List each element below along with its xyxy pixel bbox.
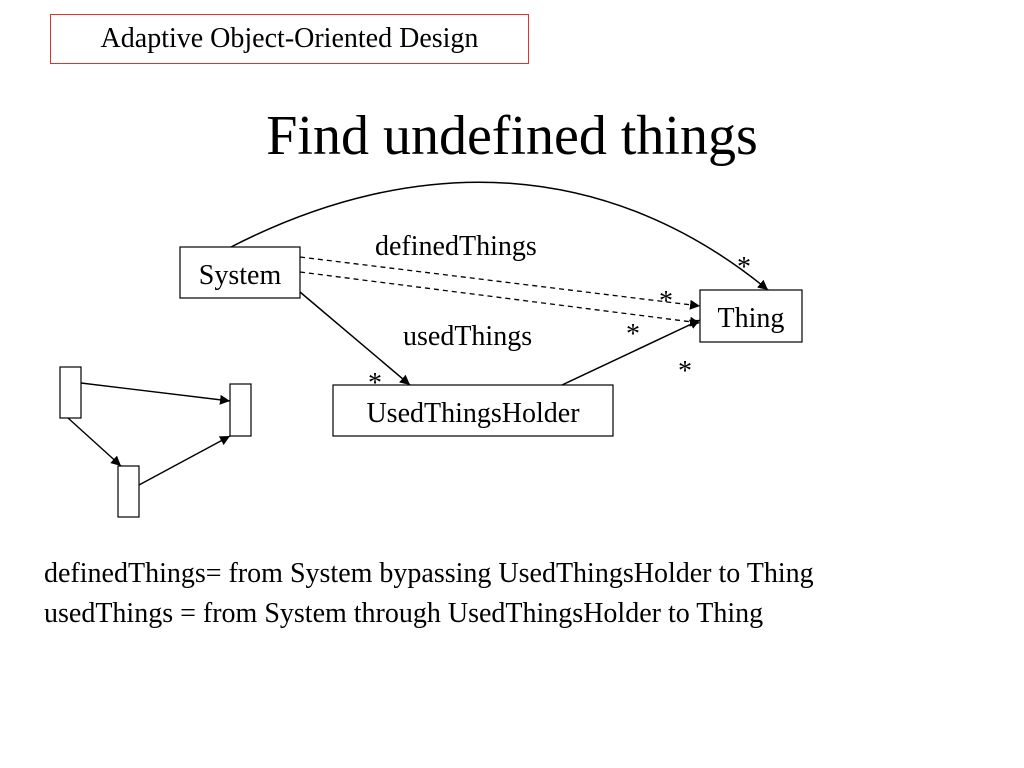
- edge-defined-things-dashed-2: [299, 271, 701, 327]
- edge-system-to-thing-curve: [230, 181, 769, 291]
- used-things-holder-label: UsedThingsHolder: [366, 398, 580, 429]
- schematic-edge-top-to-right: [80, 382, 231, 405]
- multiplicity-marker: *: [737, 252, 751, 283]
- thing-label: Thing: [718, 303, 785, 334]
- edge-system-to-holder: [299, 291, 411, 386]
- caption-defined-things: definedThings= from System bypassing Use…: [44, 558, 814, 589]
- multiplicity-marker: *: [659, 286, 673, 317]
- schematic-edge-bottom-to-right: [138, 435, 231, 486]
- edge-defined-things-dashed-1: [299, 256, 701, 310]
- schematic-edge-top-to-bottom: [67, 417, 122, 467]
- multiplicity-marker: *: [626, 319, 640, 350]
- thing-box: [699, 289, 803, 343]
- edge-holder-to-thing: [561, 319, 701, 386]
- schematic-box-bottom: [117, 465, 140, 518]
- used-things-holder-box: [332, 384, 614, 437]
- defined-things-label: definedThings: [375, 231, 537, 262]
- schematic-box-right: [229, 383, 252, 437]
- used-things-label: usedThings: [403, 321, 532, 352]
- header-box: Adaptive Object-Oriented Design: [50, 14, 529, 64]
- system-box: [179, 246, 301, 299]
- schematic-box-top-left: [59, 366, 82, 419]
- multiplicity-marker: *: [368, 368, 382, 399]
- caption-used-things: usedThings = from System through UsedThi…: [44, 598, 764, 629]
- system-label: System: [199, 260, 282, 291]
- multiplicity-marker: *: [678, 356, 692, 387]
- slide-title: Find undefined things: [266, 105, 758, 167]
